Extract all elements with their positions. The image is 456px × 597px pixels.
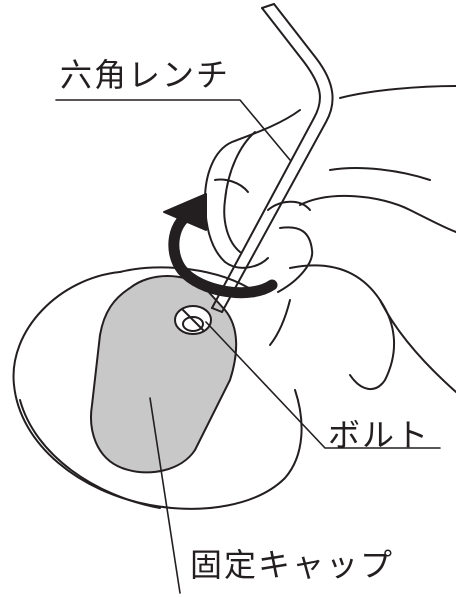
rotation-arrow (163, 193, 278, 299)
leader-lines (55, 99, 441, 594)
hand (203, 85, 456, 393)
bolt-label: ボルト (328, 416, 431, 454)
hex-wrench (211, 3, 334, 313)
fixing-cap-label: 固定キャップ (190, 546, 395, 584)
wrench-leader (55, 99, 291, 161)
bolt (174, 305, 212, 335)
cap-leader (149, 397, 181, 594)
hex-wrench-label: 六角レンチ (60, 56, 231, 94)
bolt-leader (205, 321, 441, 449)
